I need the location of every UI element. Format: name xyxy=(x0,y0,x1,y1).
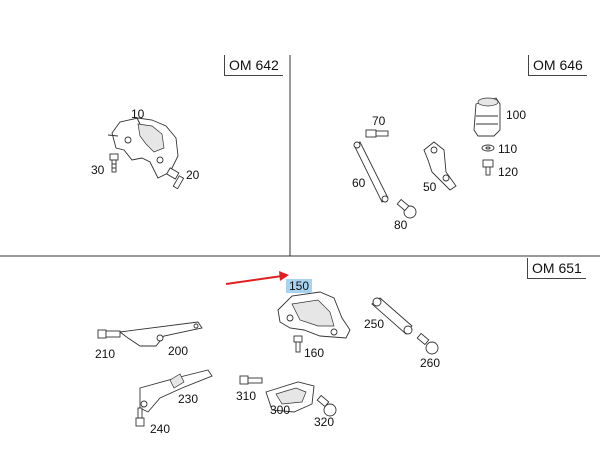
part-label-120[interactable]: 120 xyxy=(498,165,519,179)
part-label-230[interactable]: 230 xyxy=(178,392,199,406)
part-80-bolt[interactable] xyxy=(396,198,417,219)
part-label-200[interactable]: 200 xyxy=(168,344,189,358)
part-250-strut[interactable] xyxy=(371,297,413,335)
part-200-bracket[interactable] xyxy=(118,321,203,347)
part-10-mount[interactable] xyxy=(107,117,179,179)
part-label-10[interactable]: 10 xyxy=(131,107,145,121)
highlight-arrow xyxy=(225,271,289,285)
part-310-bolt[interactable] xyxy=(239,375,263,385)
part-label-70[interactable]: 70 xyxy=(372,114,386,128)
part-label-240[interactable]: 240 xyxy=(150,422,171,436)
part-label-310[interactable]: 310 xyxy=(236,389,257,403)
part-240-bolt[interactable] xyxy=(135,407,145,427)
section-title-om642: OM 642 xyxy=(224,55,283,76)
part-300-bracket[interactable] xyxy=(265,381,315,413)
section-title-om646: OM 646 xyxy=(528,55,587,76)
part-label-160[interactable]: 160 xyxy=(304,346,325,360)
part-label-30[interactable]: 30 xyxy=(91,163,105,177)
part-label-210[interactable]: 210 xyxy=(95,347,116,361)
part-120-nut[interactable] xyxy=(482,159,494,176)
part-label-80[interactable]: 80 xyxy=(394,218,408,232)
part-label-110[interactable]: 110 xyxy=(498,142,518,156)
section-title-om651: OM 651 xyxy=(527,258,586,279)
part-100-damper[interactable] xyxy=(473,97,501,137)
part-60-strut[interactable] xyxy=(353,141,389,203)
part-label-320[interactable]: 320 xyxy=(314,415,335,429)
part-160-bolt[interactable] xyxy=(293,335,303,353)
part-30-bolt[interactable] xyxy=(109,153,119,173)
part-label-150-highlighted[interactable]: 150 xyxy=(286,279,313,293)
part-320-bolt[interactable] xyxy=(316,394,337,417)
part-210-bolt[interactable] xyxy=(97,329,121,339)
part-260-bolt[interactable] xyxy=(416,332,439,355)
part-label-100[interactable]: 100 xyxy=(506,108,527,122)
part-20-bolt[interactable] xyxy=(166,167,185,190)
part-230-bracket[interactable] xyxy=(139,369,213,413)
part-label-300[interactable]: 300 xyxy=(270,403,291,417)
part-label-60[interactable]: 60 xyxy=(352,176,366,190)
part-label-20[interactable]: 20 xyxy=(186,168,200,182)
part-50-bracket[interactable] xyxy=(423,141,457,191)
part-150-bracket[interactable] xyxy=(277,291,351,339)
part-label-250[interactable]: 250 xyxy=(364,317,385,331)
part-label-260[interactable]: 260 xyxy=(420,356,441,370)
part-label-50[interactable]: 50 xyxy=(423,180,437,194)
part-70-bolt[interactable] xyxy=(365,129,389,138)
part-110-washer[interactable] xyxy=(481,144,495,152)
